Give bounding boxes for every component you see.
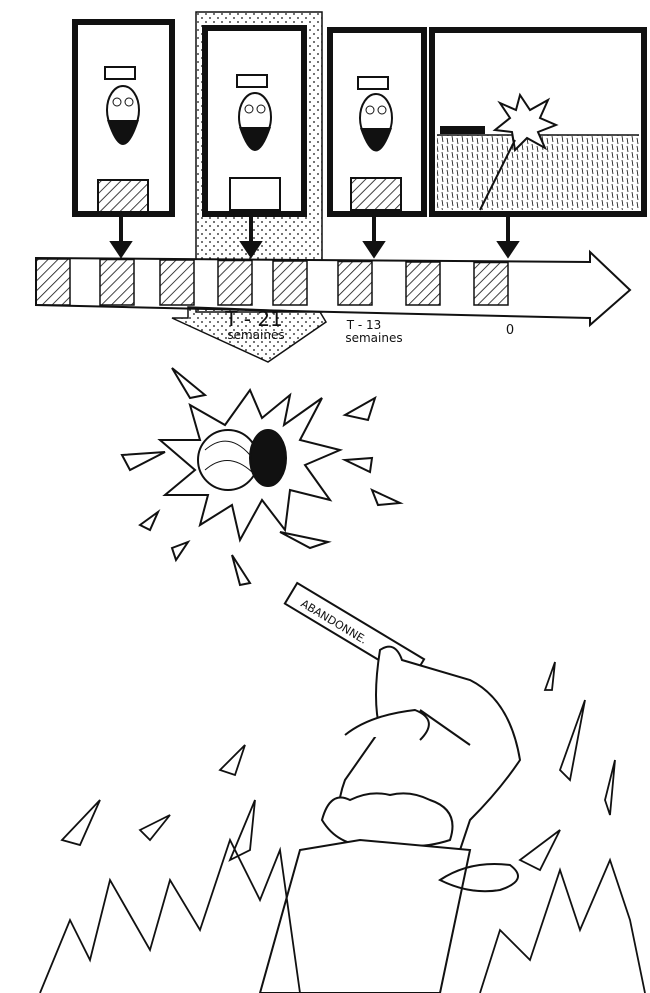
- timeline-hatched-segment: [337, 260, 373, 306]
- marker-t21-unit: semaines: [227, 328, 284, 342]
- panel-2: [202, 25, 307, 217]
- timeline-bar: [35, 249, 632, 328]
- panel-1: [72, 19, 175, 217]
- flames: [39, 661, 646, 993]
- timeline-hatched-segment: [99, 258, 135, 306]
- bearded-man-figure: [97, 66, 149, 213]
- marker-t21-label: T - 21: [224, 307, 283, 331]
- marker-t13-unit: semaines: [345, 331, 402, 345]
- timeline-hatched-segment: [159, 259, 195, 306]
- marker-zero-label: 0: [506, 323, 514, 338]
- timeline-hatched-segment: [272, 260, 308, 306]
- timeline-hatched-segment: [35, 258, 71, 306]
- panel-4-explosion-field: [429, 27, 647, 217]
- panel-3: [327, 27, 427, 217]
- panel-arrows: [109, 214, 520, 259]
- explosion-burst: [120, 367, 404, 587]
- bearded-man-figure: [229, 74, 281, 211]
- marker-t13-label: T - 13: [346, 318, 382, 332]
- timeline-hatched-segment: [405, 261, 441, 306]
- timeline-hatched-segment: [217, 259, 253, 306]
- timeline-hatched-segment: [473, 261, 509, 306]
- bearded-man-figure: [350, 76, 402, 211]
- t21-down-arrow: [171, 306, 328, 363]
- hand-holding-ribbon: [258, 645, 522, 993]
